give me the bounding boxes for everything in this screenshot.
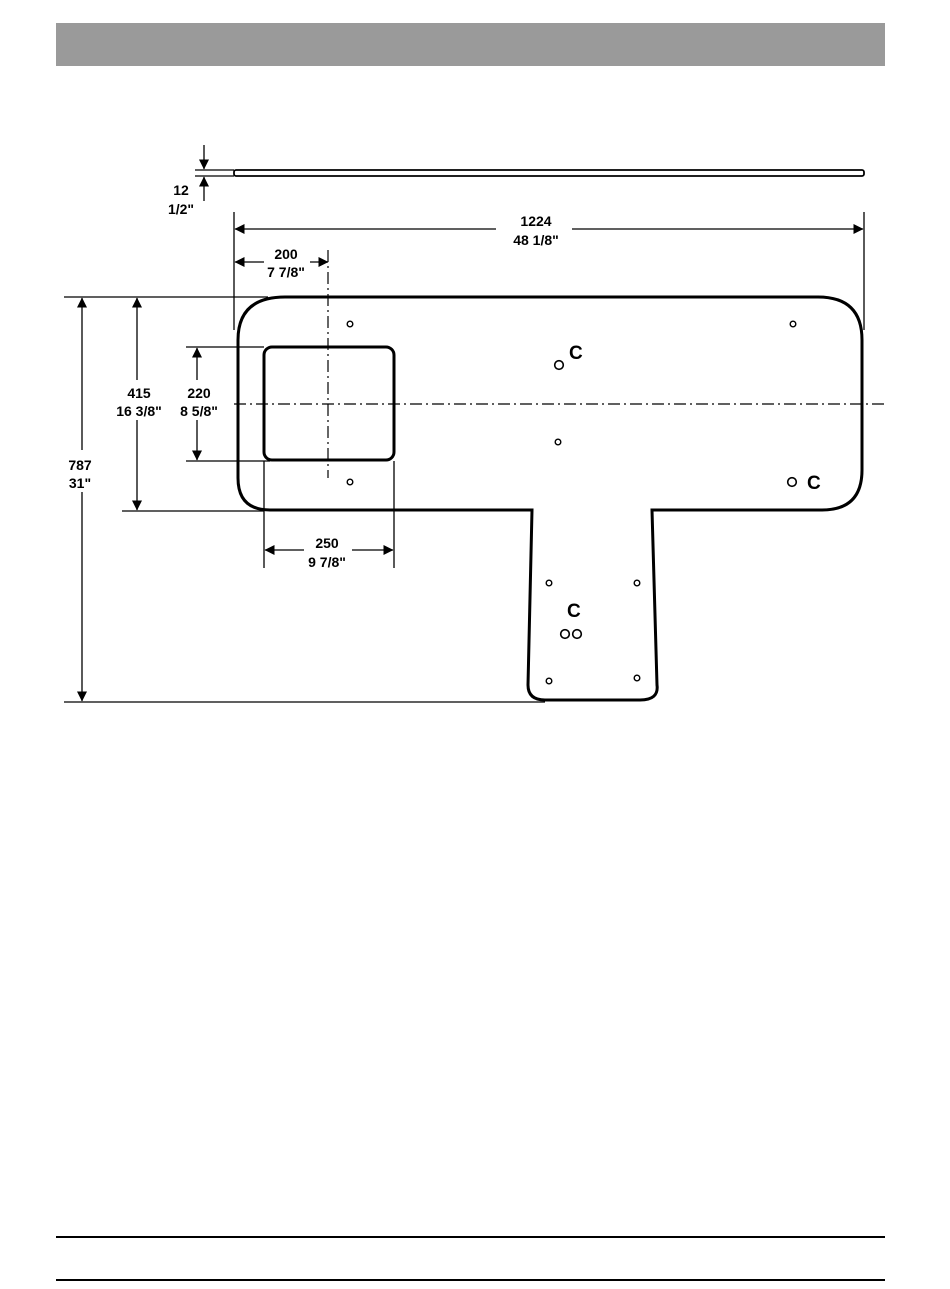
top-depth-mm-label: 415 <box>127 385 151 401</box>
cutout-height-mm-label: 220 <box>187 385 211 401</box>
footer-rule-bottom <box>56 1279 885 1281</box>
hole <box>546 678 552 684</box>
cutout-width-inch-label: 9 7/8" <box>308 554 346 570</box>
overall-width-dimension <box>234 212 864 330</box>
cutout-offset-inch-label: 7 7/8" <box>267 264 305 280</box>
thickness-mm-label: 12 <box>173 182 189 198</box>
hole <box>790 321 796 327</box>
footer-rule-top <box>56 1236 885 1238</box>
hole <box>634 580 640 586</box>
cutout-width-dimension <box>264 461 394 568</box>
top-depth-inch-label: 16 3/8" <box>116 403 162 419</box>
cutout-width-mm-label: 250 <box>315 535 339 551</box>
overall-depth-inch-label: 31" <box>69 475 91 491</box>
hole <box>347 479 353 485</box>
overall-width-inch-label: 48 1/8" <box>513 232 559 248</box>
hole <box>546 580 552 586</box>
c-hole <box>573 630 582 639</box>
cutout-height-inch-label: 8 5/8" <box>180 403 218 419</box>
c-hole <box>788 478 797 487</box>
c-marker-top: C <box>569 343 583 364</box>
cutout-offset-mm-label: 200 <box>274 246 298 262</box>
overall-depth-mm-label: 787 <box>68 457 92 473</box>
worktop-outline <box>238 297 862 700</box>
hole <box>555 439 561 445</box>
overall-width-mm-label: 1224 <box>520 213 551 229</box>
hole <box>347 321 353 327</box>
thickness-inch-label: 1/2" <box>168 201 194 217</box>
hole <box>634 675 640 681</box>
mounting-holes <box>347 321 796 684</box>
c-marker-right: C <box>807 473 821 494</box>
overall-depth-dimension <box>64 297 545 702</box>
c-hole <box>555 361 564 370</box>
c-hole <box>561 630 570 639</box>
c-marker-leg: C <box>567 601 581 622</box>
side-profile <box>195 145 864 201</box>
c-holes <box>555 361 797 639</box>
